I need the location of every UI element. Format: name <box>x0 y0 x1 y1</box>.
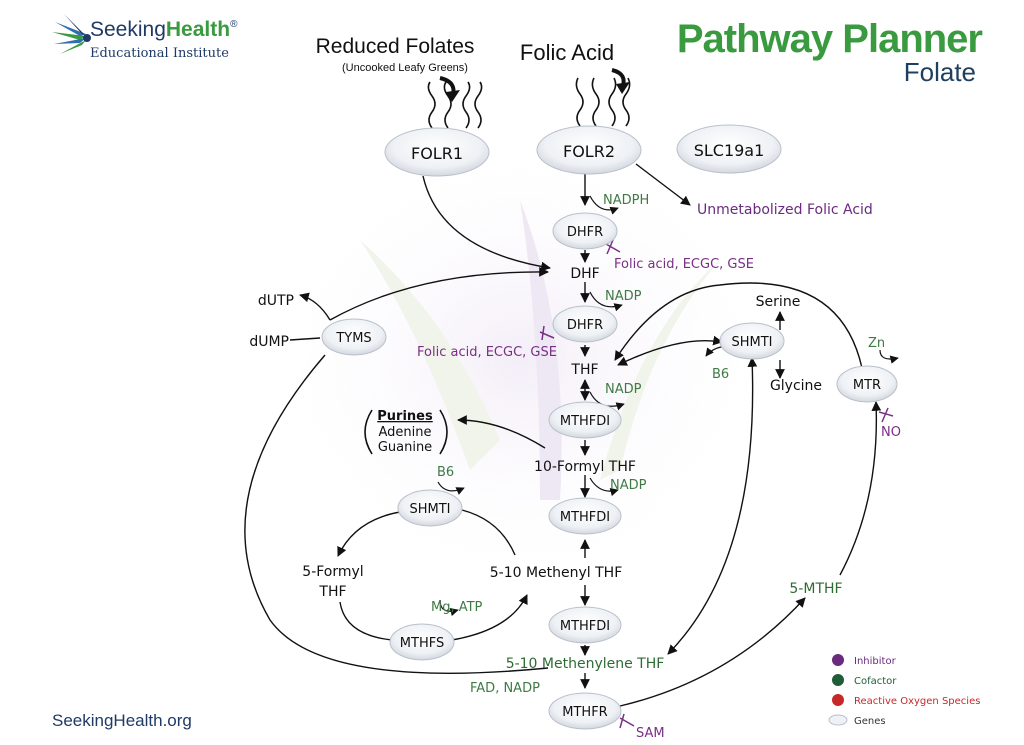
folic-acid-title: Folic Acid <box>520 40 614 65</box>
gene-mthfr[interactable]: MTHFR <box>548 692 622 730</box>
reduced-folates-title: Reduced Folates <box>316 35 475 58</box>
cofactor-hooks <box>437 195 899 617</box>
gene-label: MTHFDI <box>560 510 610 525</box>
cofactor-mg-atp: Mg, ATP <box>431 600 483 615</box>
purines-label: Purines <box>377 409 433 424</box>
inhibitor-sam: SAM <box>636 726 665 741</box>
gene-mthfs[interactable]: MTHFS <box>389 623 455 661</box>
gene-label: MTR <box>853 378 881 393</box>
gene-label: MTHFDI <box>560 414 610 429</box>
background-watermark <box>260 130 780 590</box>
metabolite-labels: DHF THF 10-Formyl THF 5-10 Methenyl THF … <box>249 266 822 600</box>
gene-folr2[interactable]: FOLR2 <box>536 125 642 175</box>
methenyl-thf-label: 5-10 Methenyl THF <box>490 565 623 581</box>
gene-label: MTHFDI <box>560 619 610 634</box>
gene-folr1[interactable]: FOLR1 <box>384 127 490 177</box>
svg-text:Genes: Genes <box>854 716 886 727</box>
reduced-folates-subtitle: (Uncooked Leafy Greens) <box>342 62 468 74</box>
inhibitor-bars <box>539 239 894 729</box>
five-formyl-label: 5-Formyl <box>302 564 363 580</box>
logo-health: Health <box>166 18 230 41</box>
gene-label: MTHFS <box>400 636 444 651</box>
logo-seeking: Seeking <box>90 18 166 41</box>
adenine-label: Adenine <box>378 425 431 440</box>
legend: Inhibitor Cofactor Reactive Oxygen Speci… <box>828 654 980 727</box>
gene-mthfdi-middle[interactable]: MTHFDI <box>548 497 622 535</box>
legend-item-inhibitor: Inhibitor <box>832 654 897 667</box>
legend-item-genes: Genes <box>828 714 886 727</box>
methylene-thf-label: 5-10 Methenylene THF <box>506 656 665 672</box>
gene-swatch-icon <box>828 714 848 726</box>
inhibitor-no: NO <box>881 425 901 440</box>
gene-label: SHMTI <box>409 502 450 517</box>
cofactor-b6-right: B6 <box>712 367 729 382</box>
gene-label: TYMS <box>335 331 371 346</box>
guanine-label: Guanine <box>378 440 432 455</box>
dutp-label: dUTP <box>258 293 294 309</box>
gene-mthfdi-upper[interactable]: MTHFDI <box>548 401 622 439</box>
gene-dhfr-lower[interactable]: DHFR <box>552 305 618 343</box>
cofactor-fad-nadp: FAD, NADP <box>470 681 540 696</box>
cofactor-swatch-icon <box>832 674 844 686</box>
inhibitor-dhfr-lower: Folic acid, ECGC, GSE <box>417 345 557 360</box>
gene-label: MTHFR <box>562 705 607 720</box>
purines-group: Purines Adenine Guanine <box>364 409 448 455</box>
cofactor-labels: NADPH NADP NADP NADP B6 B6 Zn Mg, ATP FA… <box>431 193 885 696</box>
cofactor-nadp-2: NADP <box>605 382 642 397</box>
cofactor-nadph: NADPH <box>603 193 649 208</box>
five-mthf-label: 5-MTHF <box>789 581 842 597</box>
cofactor-nadp-3: NADP <box>610 478 647 493</box>
gene-mthfdi-lower[interactable]: MTHFDI <box>548 606 622 644</box>
five-formyl-thf-label: THF <box>318 584 346 600</box>
logo-registered: ® <box>230 19 238 30</box>
inhibitor-swatch-icon <box>832 654 844 666</box>
serine-label: Serine <box>756 294 801 310</box>
inhibitor-labels: Folic acid, ECGC, GSE Folic acid, ECGC, … <box>417 257 901 741</box>
svg-text:Reactive Oxygen Species: Reactive Oxygen Species <box>854 696 980 707</box>
svg-text:Inhibitor: Inhibitor <box>854 656 897 667</box>
gene-shmti-right[interactable]: SHMTI <box>719 322 785 360</box>
receptor-squiggles <box>427 77 631 129</box>
cofactor-zn: Zn <box>868 336 885 351</box>
gene-slc19a1[interactable]: SLC19a1 <box>676 124 782 174</box>
gene-label: SHMTI <box>731 335 772 350</box>
legend-item-cofactor: Cofactor <box>832 674 897 687</box>
page-subtitle: Folate <box>904 57 976 87</box>
inhibitor-dhfr-upper: Folic acid, ECGC, GSE <box>614 257 754 272</box>
page-title: Pathway Planner <box>677 17 983 61</box>
site-url[interactable]: SeekingHealth.org <box>52 711 192 730</box>
svg-text:Cofactor: Cofactor <box>854 676 897 687</box>
logo-subtitle: Educational Institute <box>90 46 229 61</box>
dhf-label: DHF <box>570 266 599 282</box>
gene-mtr[interactable]: MTR <box>836 365 898 403</box>
gene-label: SLC19a1 <box>694 141 765 160</box>
dump-label: dUMP <box>249 334 289 350</box>
gene-label: FOLR2 <box>563 142 615 161</box>
unmetabolized-folic-acid-label: Unmetabolized Folic Acid <box>697 202 873 218</box>
ros-swatch-icon <box>832 694 844 706</box>
gene-label: FOLR1 <box>411 144 463 163</box>
legend-item-ros: Reactive Oxygen Species <box>832 694 980 707</box>
gene-dhfr-upper[interactable]: DHFR <box>552 212 618 250</box>
gene-label: DHFR <box>567 225 603 240</box>
brand-logo[interactable]: SeekingHealth® Educational Institute <box>52 14 238 61</box>
gene-label: DHFR <box>567 318 603 333</box>
pathway-connectors <box>244 163 882 707</box>
ten-formyl-thf-label: 10-Formyl THF <box>534 459 636 475</box>
thf-label: THF <box>570 362 598 378</box>
gene-shmti-left[interactable]: SHMTI <box>397 489 463 527</box>
cofactor-b6-left: B6 <box>437 465 454 480</box>
cofactor-nadp-1: NADP <box>605 289 642 304</box>
svg-text:SeekingHealth®: SeekingHealth® <box>90 18 238 41</box>
peacock-feather-icon <box>52 14 91 54</box>
gene-tyms[interactable]: TYMS <box>321 318 387 356</box>
glycine-label: Glycine <box>770 378 822 394</box>
